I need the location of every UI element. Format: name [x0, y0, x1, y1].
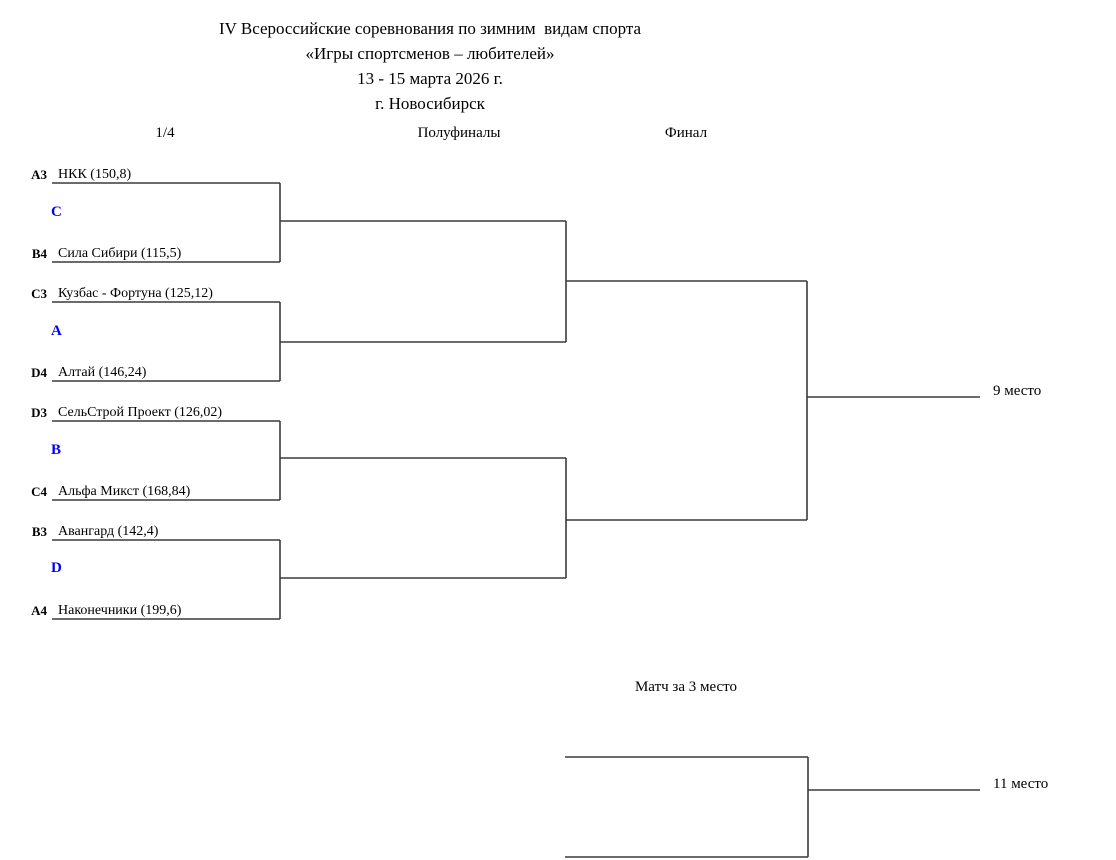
team-name: Авангард (142,4)	[58, 524, 159, 539]
team-name: СельСтрой Проект (126,02)	[58, 405, 223, 420]
group-letter-badge: B	[51, 442, 62, 458]
team-entry[interactable]: B3 Авангард (142,4)	[32, 522, 280, 542]
team-seed: D4	[31, 365, 47, 380]
team-seed: B4	[31, 246, 47, 261]
title-line-2: «Игры спортсменов – любителей»	[305, 44, 555, 63]
group-letter-badge: C	[51, 204, 62, 220]
place-label-11th: 11 место	[993, 776, 1049, 792]
team-entry[interactable]: D3 СельСтрой Проект (126,02)	[31, 403, 280, 423]
team-seed: A3	[31, 167, 47, 182]
title-line-4: г. Новосибирск	[375, 94, 485, 113]
team-entry[interactable]: A4 Наконечники (199,6)	[31, 601, 280, 621]
round-header-quarterfinals: 1/4	[155, 125, 175, 141]
team-name: Кузбас - Фортуна (125,12)	[58, 286, 213, 301]
team-name: Сила Сибири (115,5)	[58, 246, 182, 261]
third-place-match-header: Матч за 3 место	[634, 679, 738, 695]
team-entry[interactable]: A3 НКК (150,8)	[31, 165, 280, 185]
group-letter-badge: A	[51, 323, 62, 339]
team-name: Наконечники (199,6)	[58, 603, 182, 618]
round-header-semifinals: Полуфиналы	[417, 125, 501, 141]
round-header-final: Финал	[664, 125, 708, 141]
place-label-9th: 9 место	[993, 383, 1042, 399]
team-seed: C3	[31, 286, 47, 301]
page-title: IV Всероссийские соревнования по зимним …	[0, 16, 860, 116]
team-entry[interactable]: C3 Кузбас - Фортуна (125,12)	[31, 284, 280, 304]
group-letter-badge: D	[51, 560, 62, 576]
team-seed: C4	[31, 484, 47, 499]
team-seed: D3	[31, 405, 47, 420]
team-seed: B3	[31, 524, 47, 539]
team-entry[interactable]: C4 Альфа Микст (168,84)	[31, 482, 280, 502]
team-name: Алтай (146,24)	[58, 365, 147, 380]
title-line-3: 13 - 15 марта 2026 г.	[357, 69, 503, 88]
team-name: Альфа Микст (168,84)	[58, 484, 191, 499]
team-seed: A4	[31, 603, 47, 618]
title-line-1: IV Всероссийские соревнования по зимним …	[218, 19, 642, 38]
team-entry[interactable]: B4 Сила Сибири (115,5)	[32, 244, 280, 264]
team-name: НКК (150,8)	[58, 167, 132, 182]
team-entry[interactable]: D4 Алтай (146,24)	[31, 363, 280, 383]
